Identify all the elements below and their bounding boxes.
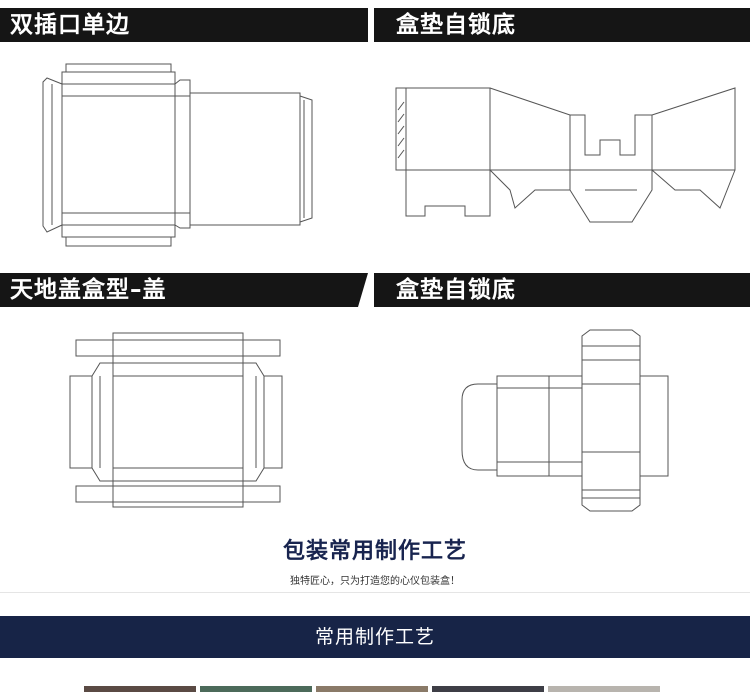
process-photo-3 bbox=[316, 686, 428, 692]
process-photo-5 bbox=[548, 686, 660, 692]
panel-header-double-tuck: 双插口单边 bbox=[0, 8, 368, 42]
section-title: 包装常用制作工艺 bbox=[282, 539, 467, 564]
panel-title-double-tuck: 双插口单边 bbox=[10, 12, 130, 38]
process-photo-4 bbox=[432, 686, 544, 692]
panel-header-lid-box: 天地盖盒型–盖 bbox=[0, 273, 368, 307]
dieline-double-tuck bbox=[42, 63, 313, 247]
panel-header-auto-lock-2: 盒垫自锁底 bbox=[374, 273, 750, 307]
panel-header-auto-lock-1: 盒垫自锁底 bbox=[374, 8, 750, 42]
process-photo-1 bbox=[84, 686, 196, 692]
process-photo-2 bbox=[200, 686, 312, 692]
process-banner-label: 常用制作工艺 bbox=[314, 626, 435, 648]
panel-title-lid-box: 天地盖盒型–盖 bbox=[10, 277, 167, 303]
process-banner: 常用制作工艺 bbox=[0, 616, 750, 658]
section-divider bbox=[0, 592, 750, 593]
panel-title-auto-lock-2: 盒垫自锁底 bbox=[396, 277, 516, 303]
dieline-auto-lock-2 bbox=[461, 329, 669, 512]
section-subtitle: 独特匠心，只为打造您的心仪包装盒！ bbox=[290, 576, 460, 587]
dieline-lid-box bbox=[69, 332, 283, 508]
dieline-auto-lock-1 bbox=[395, 87, 736, 223]
panel-title-auto-lock-1: 盒垫自锁底 bbox=[396, 12, 516, 38]
